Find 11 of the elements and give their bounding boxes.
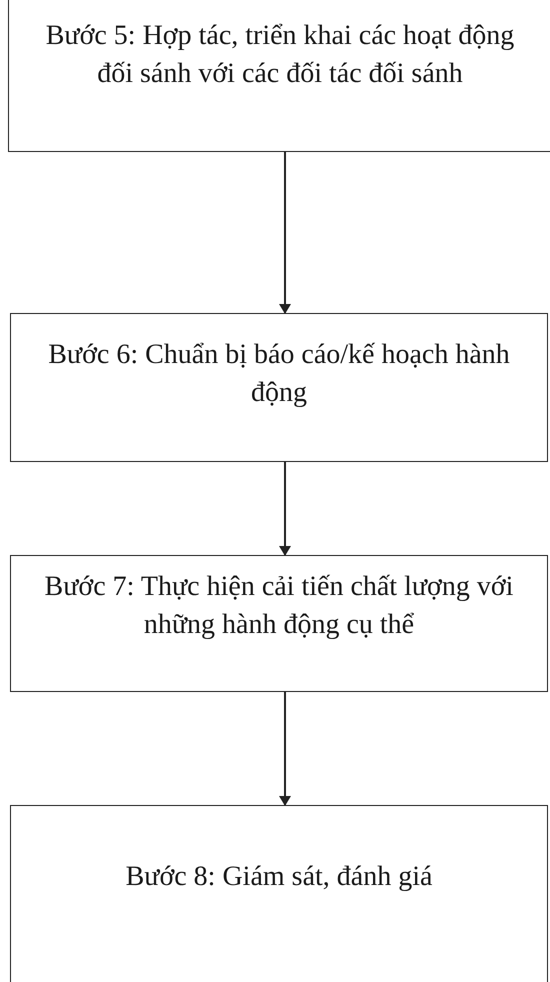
process-box [10, 313, 548, 462]
process-box [10, 555, 548, 692]
arrow [279, 692, 291, 806]
arrow [279, 462, 291, 556]
step-text: Bước 7: Thực hiện cải tiến chất lượng với những hành động cụ thể [44, 570, 514, 642]
arrow [279, 152, 291, 314]
process-box [8, 0, 550, 152]
process-box [10, 805, 548, 982]
step-text: Bước 6: Chuẩn bị báo cáo/kế hoạch hành động [47, 338, 511, 410]
step-text: Bước 5: Hợp tác, triển khai các hoạt động đối sánh với các đối tác đối sánh [44, 19, 516, 91]
step-text: Bước 8: Giám sát, đánh giá [124, 860, 434, 894]
